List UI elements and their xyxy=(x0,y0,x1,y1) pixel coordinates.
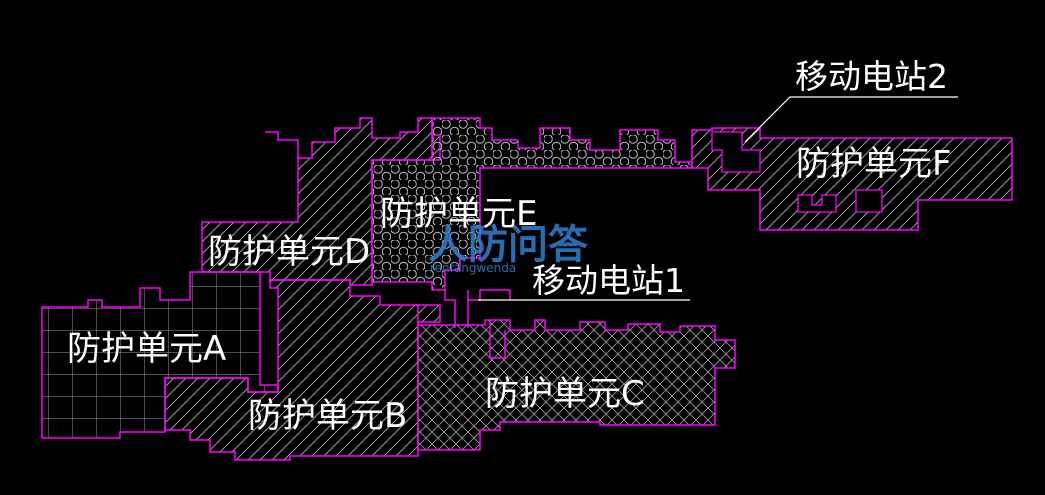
label-unit-f: 防护单元F xyxy=(796,144,952,184)
zone-c xyxy=(417,319,736,451)
label-station-1: 移动电站1 xyxy=(532,261,685,300)
label-unit-a: 防护单元A xyxy=(67,329,226,369)
zone-f xyxy=(691,127,1013,231)
zone-b xyxy=(164,279,441,461)
label-station-2: 移动电站2 xyxy=(795,57,948,96)
label-unit-c: 防护单元C xyxy=(485,374,645,414)
leader-station-2 xyxy=(744,96,958,143)
label-unit-d: 防护单元D xyxy=(208,232,370,272)
zone-e xyxy=(371,117,693,291)
zone-f-details xyxy=(711,131,883,213)
zone-d-notch xyxy=(265,131,299,158)
label-unit-e: 防护单元E xyxy=(380,194,537,234)
label-unit-b: 防护单元B xyxy=(248,396,407,436)
corridor xyxy=(444,289,511,359)
watermark-title: 人防问答 xyxy=(428,222,589,268)
watermark-subtitle: renfangwenda xyxy=(430,261,516,275)
